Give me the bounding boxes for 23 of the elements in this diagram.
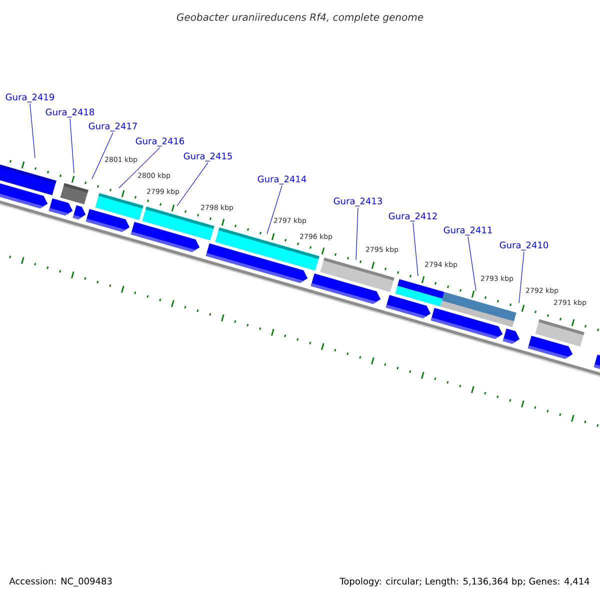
leader-line [30,103,36,158]
gene-label: Gura_2417 [88,122,137,132]
gene-label: Gura_2413 [334,198,382,206]
genome-summary-text: Topology: circular; Length: 5,136,364 bp; Genes: 4,414 [340,578,590,586]
gene-label: Gura_2419 [6,94,54,102]
leader-line [266,185,282,234]
leader-line [92,132,114,180]
gene-label: Gura_2416 [136,138,184,146]
gene-label: Gura_2411 [444,226,492,236]
leader-line [70,118,74,174]
leader-line [176,162,208,206]
leader-line [518,251,524,304]
leader-line [356,207,358,260]
gene-label: Gura_2412 [388,212,437,222]
title: Geobacter uraniireducens Rf4, complete genome [176,13,424,23]
leader-line [118,147,160,188]
leader-line [468,236,476,292]
accession-text: Accession: NC_009483 [9,578,112,586]
gene-label: Gura_2415 [184,152,232,162]
leader-line [412,222,418,276]
gene-label: Gura_2418 [46,108,94,118]
gene-label: Gura_2410 [500,242,548,250]
gene-label: Gura_2414 [258,176,306,184]
